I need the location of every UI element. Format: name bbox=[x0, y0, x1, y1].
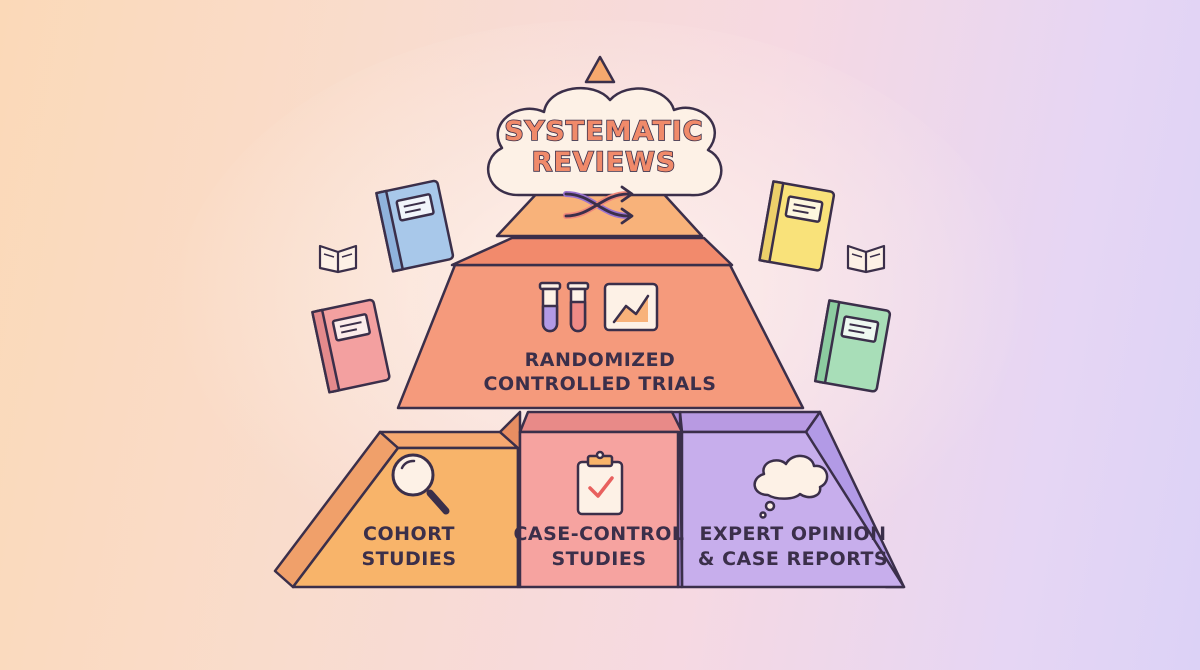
test-tubes-icon bbox=[538, 281, 590, 333]
systematic-reviews-label-line2: REVIEWS bbox=[532, 147, 677, 178]
middle-tier bbox=[396, 236, 805, 410]
open-book-icon bbox=[846, 244, 886, 274]
thought-cloud-icon bbox=[753, 454, 829, 519]
cohort-label-line2: STUDIES bbox=[361, 548, 456, 570]
expert-opinion-label-line1: EXPERT OPINION bbox=[699, 523, 886, 545]
case-control-label-line1: CASE-CONTROL bbox=[513, 523, 684, 545]
case-control-label-line2: STUDIES bbox=[551, 548, 646, 570]
book-icon bbox=[311, 298, 391, 394]
shuffle-icon bbox=[563, 185, 634, 225]
line-chart-icon bbox=[603, 282, 659, 332]
top-cloud bbox=[486, 86, 723, 197]
open-book-icon bbox=[318, 244, 358, 274]
book-icon bbox=[375, 179, 455, 273]
systematic-reviews-label-line1: SYSTEMATIC bbox=[504, 116, 703, 147]
clipboard-check-icon bbox=[576, 450, 624, 516]
expert-opinion-label-line2: & CASE REPORTS bbox=[698, 548, 888, 570]
cohort-label-line1: COHORT bbox=[363, 523, 455, 545]
magnifying-glass-icon bbox=[391, 453, 450, 515]
rct-label-line2: CONTROLLED TRIALS bbox=[484, 373, 717, 395]
bottom-left-block bbox=[273, 410, 522, 589]
book-icon bbox=[813, 299, 892, 393]
apex-triangle bbox=[584, 55, 616, 84]
rct-label-line1: RANDOMIZED bbox=[525, 349, 676, 371]
book-icon bbox=[758, 180, 836, 272]
